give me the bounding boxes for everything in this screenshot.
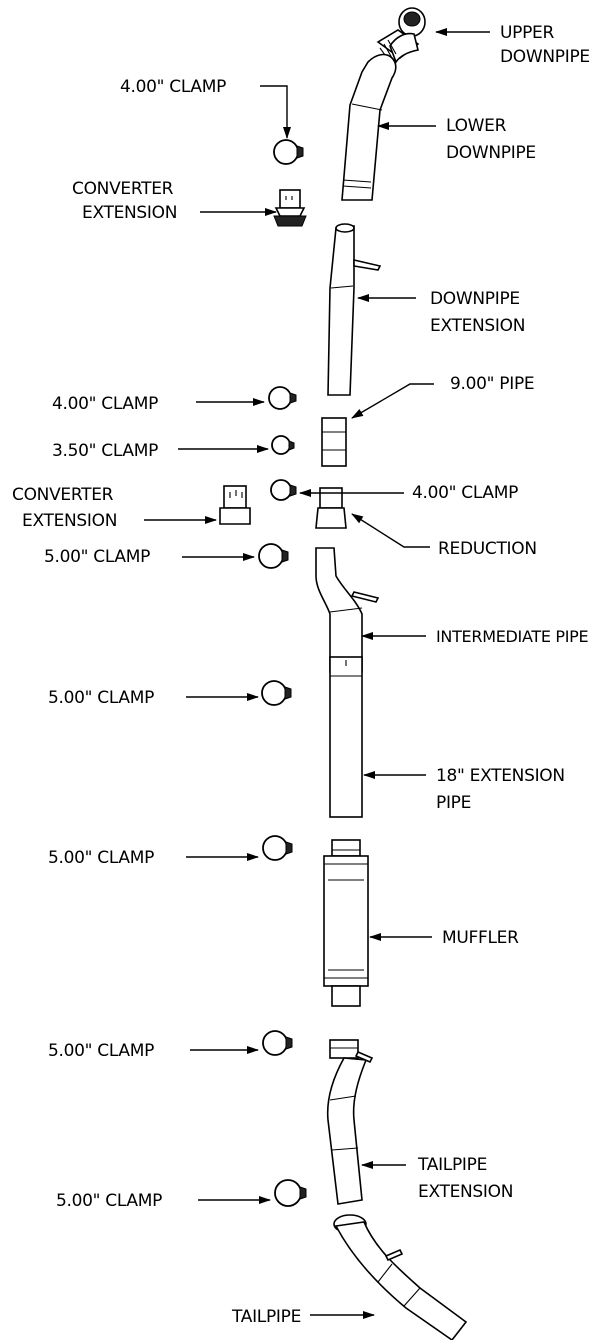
reduction-part bbox=[315, 487, 347, 529]
tailpipe-extension-part bbox=[326, 1039, 374, 1205]
converter-extension-1-part bbox=[273, 189, 307, 227]
lower-downpipe-part bbox=[341, 53, 397, 201]
leader-lines bbox=[144, 28, 490, 1319]
label-pipe-9: 9.00" PIPE bbox=[450, 374, 534, 394]
label-converter-extension-1a: CONVERTER bbox=[72, 179, 174, 199]
label-lower-downpipe-2: DOWNPIPE bbox=[446, 143, 536, 163]
label-clamp-9: 5.00" CLAMP bbox=[56, 1191, 162, 1211]
upper-downpipe-part bbox=[376, 7, 426, 64]
label-clamp-2: 4.00" CLAMP bbox=[52, 394, 158, 414]
intermediate-pipe-part bbox=[315, 547, 380, 673]
label-converter-extension-2b: EXTENSION bbox=[22, 511, 117, 531]
label-lower-downpipe-1: LOWER bbox=[446, 116, 507, 136]
label-tailpipe-extension-1: TAILPIPE bbox=[417, 1155, 487, 1175]
clamp-6 bbox=[261, 680, 292, 706]
clamp-9 bbox=[274, 1179, 307, 1207]
label-tailpipe-extension-2: EXTENSION bbox=[418, 1182, 513, 1202]
clamp-1 bbox=[273, 139, 304, 165]
tailpipe-part bbox=[333, 1214, 468, 1340]
label-extension-pipe-18-1: 18" EXTENSION bbox=[436, 766, 565, 786]
label-clamp-4: 4.00" CLAMP bbox=[412, 483, 518, 503]
label-tailpipe: TAILPIPE bbox=[231, 1307, 301, 1327]
label-downpipe-extension-1: DOWNPIPE bbox=[430, 289, 520, 309]
clamp-3 bbox=[271, 435, 295, 455]
label-upper-downpipe-1: UPPER bbox=[500, 23, 554, 43]
label-downpipe-extension-2: EXTENSION bbox=[430, 316, 525, 336]
label-clamp-8: 5.00" CLAMP bbox=[48, 1041, 154, 1061]
label-converter-extension-1b: EXTENSION bbox=[82, 203, 177, 223]
label-clamp-6: 5.00" CLAMP bbox=[48, 688, 154, 708]
clamp-4 bbox=[270, 479, 297, 501]
label-clamp-7: 5.00" CLAMP bbox=[48, 848, 154, 868]
label-clamp-1: 4.00" CLAMP bbox=[120, 77, 226, 97]
label-extension-pipe-18-2: PIPE bbox=[436, 793, 471, 813]
label-clamp-5: 5.00" CLAMP bbox=[44, 547, 150, 567]
clamp-2 bbox=[268, 386, 297, 410]
converter-extension-2-part bbox=[219, 485, 251, 525]
clamp-7 bbox=[262, 835, 293, 861]
label-intermediate-pipe: INTERMEDIATE PIPE bbox=[436, 627, 589, 646]
clamp-5 bbox=[258, 543, 289, 569]
label-clamp-3: 3.50" CLAMP bbox=[52, 441, 158, 461]
pipe-9-part bbox=[321, 417, 347, 467]
extension-pipe-18-part bbox=[329, 656, 363, 818]
label-converter-extension-2a: CONVERTER bbox=[12, 485, 114, 505]
clamp-8 bbox=[262, 1030, 293, 1056]
downpipe-extension-part bbox=[327, 223, 382, 396]
muffler-part bbox=[323, 839, 369, 1007]
label-reduction: REDUCTION bbox=[438, 539, 537, 559]
label-upper-downpipe-2: DOWNPIPE bbox=[500, 47, 590, 67]
label-muffler: MUFFLER bbox=[442, 928, 519, 948]
